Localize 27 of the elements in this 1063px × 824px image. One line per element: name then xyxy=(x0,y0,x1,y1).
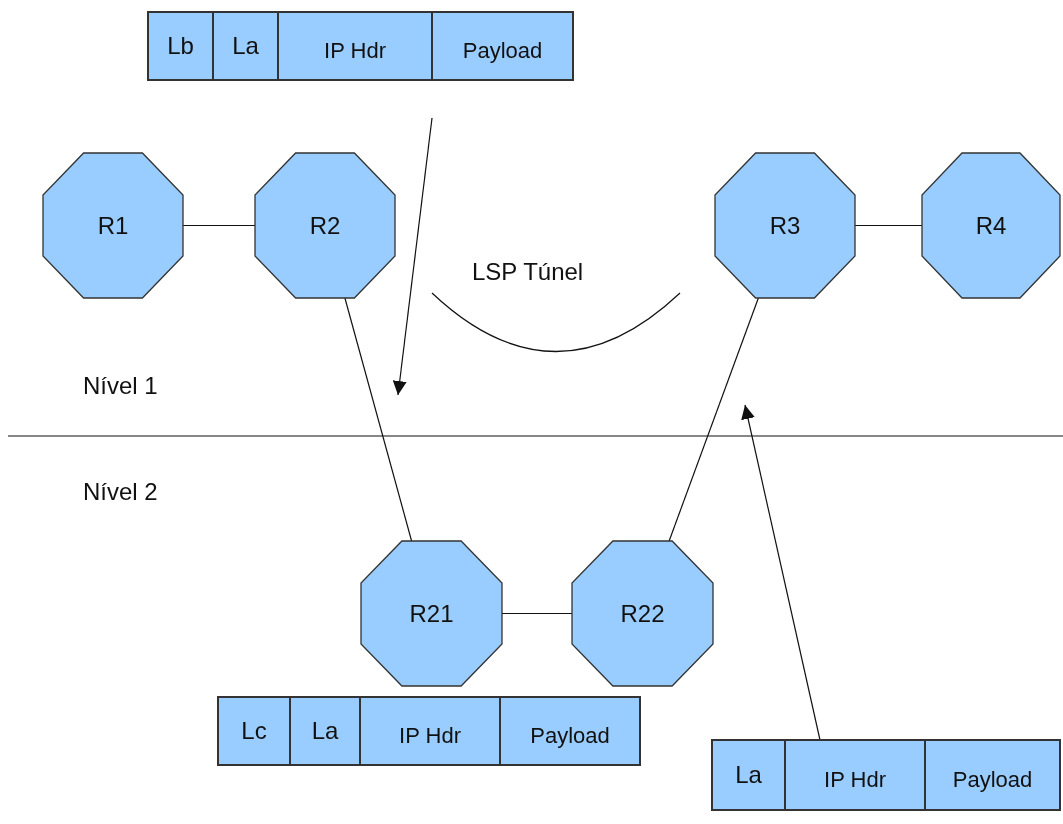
router-octagon: R22 xyxy=(572,541,713,686)
packet-field: IP Hdr xyxy=(785,740,925,810)
packet-field: Payload xyxy=(925,740,1060,810)
packet-field: La xyxy=(213,12,278,80)
packet-field: Payload xyxy=(500,697,640,765)
packet-field: Payload xyxy=(432,12,573,80)
router-octagon: R21 xyxy=(361,541,502,686)
packet-field: La xyxy=(712,740,785,810)
link-line xyxy=(668,297,759,542)
packet-field: La xyxy=(290,697,360,765)
packet-frame xyxy=(218,697,640,765)
router-octagon: R3 xyxy=(715,153,855,298)
packet-field: Lc xyxy=(218,697,290,765)
packet-frame xyxy=(712,740,1060,810)
packet-field: Lb xyxy=(148,12,213,80)
router-octagon: R1 xyxy=(43,153,183,298)
tunnel-label: LSP Túnel xyxy=(472,258,584,286)
router-octagon: R4 xyxy=(922,153,1060,298)
packet-field: IP Hdr xyxy=(278,12,432,80)
arrow xyxy=(392,117,433,396)
router-octagon: R2 xyxy=(255,153,395,298)
packet-field: IP Hdr xyxy=(360,697,500,765)
link-line xyxy=(344,297,413,542)
packet-frame xyxy=(148,12,573,80)
level-label: Nível 2 xyxy=(83,478,158,506)
arrow xyxy=(741,404,821,741)
level-label: Nível 1 xyxy=(83,372,158,400)
